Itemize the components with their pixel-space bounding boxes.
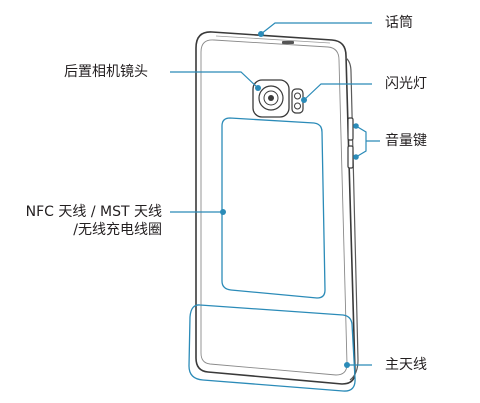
volume-key-label: 音量键 bbox=[385, 133, 427, 149]
main-antenna-area bbox=[188, 304, 356, 392]
phone-back-inner-edge bbox=[200, 39, 348, 376]
microphone-callout bbox=[258, 22, 372, 37]
camera-lens-center bbox=[268, 95, 274, 101]
top-port bbox=[282, 41, 294, 44]
nfc-mst-label-line2: /无线充电线圈 bbox=[73, 222, 162, 238]
nfc-coil-area bbox=[221, 117, 326, 299]
volume-up-key bbox=[347, 117, 354, 141]
flash-lens-bottom bbox=[294, 102, 301, 110]
microphone-label: 话筒 bbox=[385, 15, 413, 31]
phone-top-edge bbox=[215, 35, 331, 44]
flash-lens-top bbox=[294, 92, 301, 100]
phone-side-frame bbox=[345, 57, 359, 381]
flash-label: 闪光灯 bbox=[385, 76, 427, 92]
main-antenna-label: 主天线 bbox=[385, 357, 427, 373]
rear-camera-callout bbox=[170, 71, 261, 91]
volume-down-key bbox=[347, 145, 354, 169]
flash-callout bbox=[301, 83, 372, 103]
phone-body-outline bbox=[195, 31, 356, 385]
rear-camera-label: 后置相机镜头 bbox=[64, 64, 148, 80]
volume-key-callout bbox=[353, 123, 380, 160]
nfc-callout bbox=[170, 209, 226, 215]
nfc-mst-label-line1: NFC 天线 / MST 天线 bbox=[25, 204, 162, 220]
main-antenna-callout bbox=[344, 362, 372, 368]
